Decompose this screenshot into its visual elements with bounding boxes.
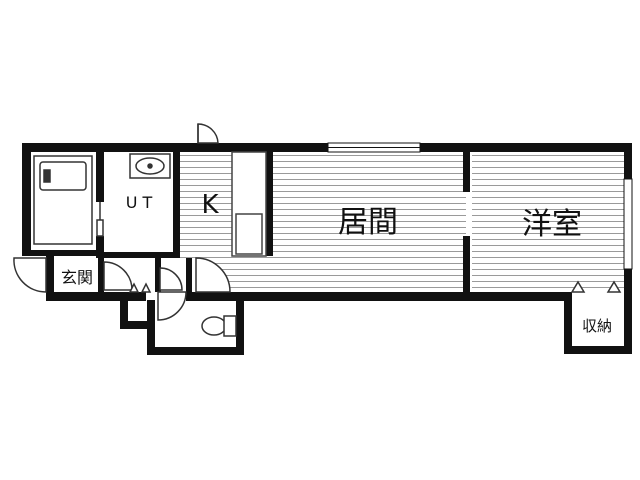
- interior-walls: [22, 152, 470, 296]
- room-label-ut: U T: [126, 193, 153, 212]
- entrance-closet-doors: [103, 261, 183, 293]
- bath-door: [96, 202, 104, 237]
- entrance-door-swing: [13, 257, 47, 293]
- kitchen-counter: [231, 151, 267, 257]
- room-label-storage: 収納: [582, 317, 612, 335]
- room-label-entrance: 玄関: [61, 268, 93, 287]
- bathtub: [33, 155, 93, 245]
- storage-doors: [570, 280, 622, 293]
- washbasin: [129, 153, 171, 179]
- hall-door-swing: [195, 257, 231, 293]
- room-label-living: 居間: [338, 205, 398, 240]
- top-door-swing: [197, 123, 219, 144]
- exterior-walls: [22, 142, 633, 355]
- room-label-western: 洋室: [522, 207, 582, 242]
- toilet: [157, 291, 237, 337]
- room-label-kitchen: K: [201, 190, 219, 220]
- floor-hatching: [178, 152, 624, 292]
